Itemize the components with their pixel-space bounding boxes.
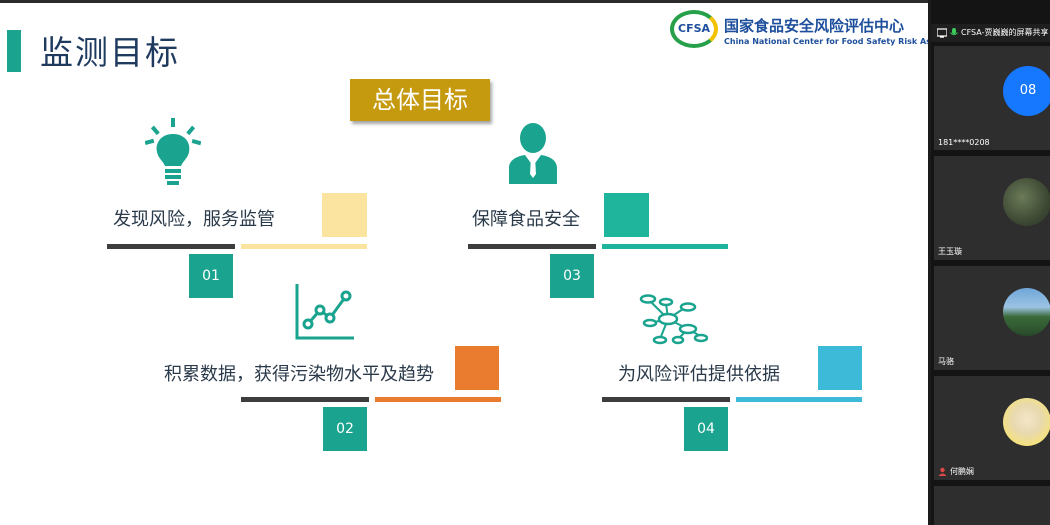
- participant-tile[interactable]: 何鹏娴: [934, 376, 1050, 480]
- item-04-number: 04: [684, 407, 728, 451]
- slide-title: 监测目标: [40, 33, 180, 72]
- item-01-text: 发现风险，服务监管: [113, 209, 275, 230]
- logo-circle-icon: [670, 10, 718, 48]
- presentation-slide: 监测目标 CFSA 国家食品安全风险评估中心 China National Ce…: [0, 0, 928, 525]
- logo-name-en: China National Center for Food Safety Ri…: [724, 37, 928, 46]
- screen-share-indicator[interactable]: CFSA-贾巍巍的屏幕共享: [931, 24, 1050, 42]
- logo-abbr: CFSA: [678, 22, 711, 35]
- screen-icon: [937, 28, 947, 38]
- screen-share-label: CFSA-贾巍巍的屏幕共享: [961, 28, 1049, 37]
- item-04-color-bar: [736, 397, 862, 402]
- lightbulb-icon: [145, 118, 201, 185]
- participant-tile[interactable]: [934, 486, 1050, 525]
- item-04-color-square: [818, 346, 862, 390]
- participant-name: 何鹏娴: [950, 467, 974, 476]
- item-03-number: 03: [550, 254, 594, 298]
- item-03-text: 保障食品安全: [472, 209, 580, 230]
- item-02-text: 积累数据，获得污染物水平及趋势: [164, 364, 434, 385]
- item-02-number: 02: [323, 407, 367, 451]
- item-03-color-bar: [602, 244, 728, 249]
- participant-tile[interactable]: 王玉璇: [934, 156, 1050, 260]
- microphone-icon: [950, 28, 958, 36]
- participant-name: 王玉璇: [938, 247, 962, 256]
- network-icon: [639, 294, 708, 345]
- item-01-number: 01: [189, 254, 233, 298]
- item-01-dark-bar: [107, 244, 235, 249]
- logo-name-cn: 国家食品安全风险评估中心: [724, 17, 905, 35]
- title-accent-bar: [7, 30, 21, 72]
- avatar: 08: [1003, 66, 1050, 116]
- avatar: [1003, 288, 1050, 336]
- avatar: [1003, 398, 1050, 446]
- participant-tile[interactable]: 08 181****0208: [934, 46, 1050, 150]
- item-04-dark-bar: [602, 397, 730, 402]
- item-03-dark-bar: [468, 244, 596, 249]
- participant-tile[interactable]: 马骆: [934, 266, 1050, 370]
- item-02-color-square: [455, 346, 499, 390]
- slide-top-border: [0, 0, 928, 3]
- item-01-color-bar: [241, 244, 367, 249]
- item-02-color-bar: [375, 397, 501, 402]
- participant-name: 马骆: [938, 357, 954, 366]
- overall-goal-label: 总体目标: [350, 79, 490, 121]
- participant-sidebar: CFSA-贾巍巍的屏幕共享 08 181****0208 王玉璇 马骆 何鹏娴: [931, 0, 1050, 525]
- person-icon: [509, 123, 557, 184]
- cfsa-logo: CFSA 国家食品安全风险评估中心 China National Center …: [670, 10, 928, 52]
- item-02-dark-bar: [241, 397, 369, 402]
- avatar: [1003, 178, 1050, 226]
- participant-name: 181****0208: [938, 138, 990, 147]
- item-03-color-square: [604, 193, 649, 237]
- item-01-color-square: [322, 193, 367, 237]
- host-icon: [938, 467, 947, 476]
- line-chart-icon: [295, 284, 354, 340]
- item-04-text: 为风险评估提供依据: [618, 364, 780, 385]
